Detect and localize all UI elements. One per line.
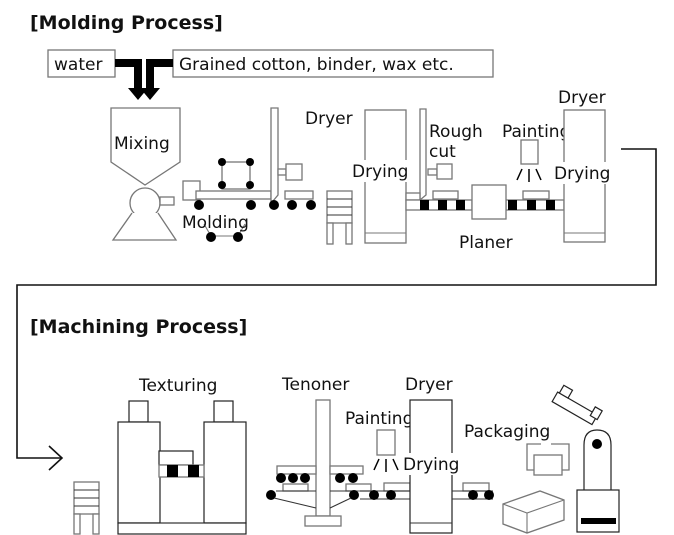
- packaging-label: Packaging: [464, 422, 550, 442]
- materials-input-box: Grained cotton, binder, wax etc.: [172, 49, 494, 78]
- roller-icon: [246, 181, 254, 189]
- roller-icon: [218, 181, 226, 189]
- box-icon: [502, 490, 565, 534]
- roller-icon: [233, 232, 243, 242]
- roller-icon: [288, 473, 298, 483]
- painting-label: Painting: [502, 122, 570, 142]
- painting-station-1: Painting: [502, 122, 570, 182]
- drying-label: Drying: [352, 162, 408, 182]
- machining-process-title: [Machining Process]: [30, 316, 247, 338]
- painting2-label: Painting: [345, 409, 413, 429]
- mixer: Mixing: [110, 107, 181, 241]
- texturing-machine: Texturing: [117, 376, 247, 535]
- roller-icon: [484, 490, 494, 500]
- roller-icon: [218, 158, 226, 166]
- rough-cut-machine: Rough cut: [405, 108, 483, 202]
- molding-machine: Molding: [182, 107, 316, 242]
- roller-icon: [206, 232, 216, 242]
- water-label: water: [54, 55, 102, 75]
- roller-icon: [386, 490, 396, 500]
- water-input-box: water: [47, 49, 116, 78]
- dryer-2: Dryer Drying: [553, 88, 619, 243]
- roller-icon: [194, 200, 204, 210]
- mixing-label: Mixing: [114, 134, 170, 154]
- roller-icon: [468, 490, 478, 500]
- roller-icon: [348, 473, 358, 483]
- drying3-label: Drying: [403, 455, 459, 475]
- tenoner-label: Tenoner: [281, 375, 349, 395]
- roller-icon: [246, 200, 256, 210]
- molding-process-title: [Molding Process]: [30, 12, 223, 34]
- dryer2-label: Dryer: [558, 88, 606, 108]
- tenoner: Tenoner: [266, 375, 372, 527]
- rough-cut-label-2: cut: [429, 142, 456, 162]
- roller-icon: [269, 200, 279, 210]
- board-stack: [326, 190, 353, 245]
- spray-icon: [516, 168, 542, 182]
- roller-icon: [287, 200, 297, 210]
- dryer3-label: Dryer: [405, 375, 453, 395]
- arrow-down-icon: [115, 59, 173, 100]
- roller-icon: [266, 490, 276, 500]
- roller-icon: [369, 490, 379, 500]
- painting-station-2: Painting: [345, 409, 413, 500]
- materials-label: Grained cotton, binder, wax etc.: [179, 55, 454, 75]
- board-stack-2: [73, 481, 100, 535]
- dryer-3: Dryer Drying: [401, 375, 469, 534]
- roller-icon: [306, 200, 316, 210]
- roller-icon: [276, 473, 286, 483]
- texturing-label: Texturing: [138, 376, 217, 396]
- robot-arm-icon: [551, 384, 620, 533]
- exit-conveyor: [452, 482, 494, 500]
- planer-label: Planer: [459, 233, 513, 253]
- roller-icon: [246, 158, 254, 166]
- roller-icon: [300, 473, 310, 483]
- dryer-1: Dryer Drying: [305, 109, 417, 244]
- molding-label: Molding: [182, 213, 249, 233]
- conveyor-belt: [405, 190, 565, 211]
- spray-icon: [373, 458, 399, 472]
- roller-icon: [349, 490, 359, 500]
- dryer-label: Dryer: [305, 109, 353, 129]
- planer: Planer: [459, 184, 513, 253]
- roller-icon: [335, 473, 345, 483]
- drying2-label: Drying: [554, 164, 610, 184]
- rough-cut-label-1: Rough: [429, 122, 483, 142]
- flow-arrow-icon: [16, 148, 657, 471]
- packaging-station: Packaging: [464, 422, 570, 534]
